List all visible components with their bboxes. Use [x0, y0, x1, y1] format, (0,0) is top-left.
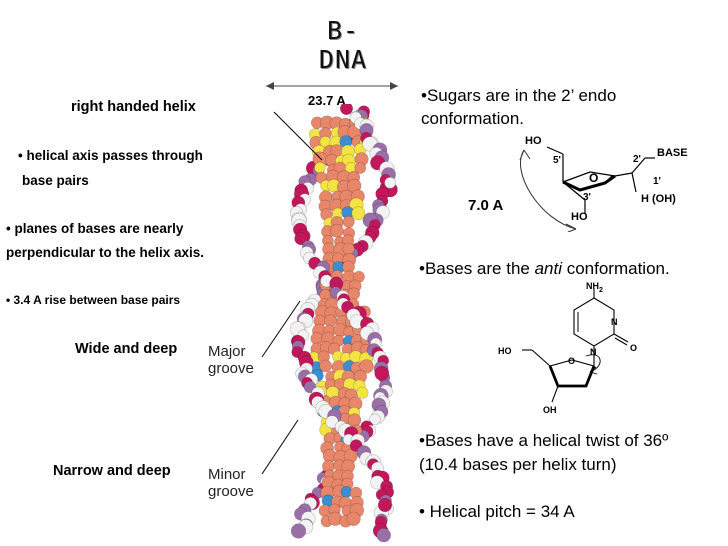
major-groove-line1: Major — [208, 343, 246, 360]
width-arrow — [266, 82, 398, 90]
label-narrow-deep: Narrow and deep — [53, 463, 171, 479]
helix-atom — [351, 206, 366, 221]
helix-atom — [342, 215, 355, 228]
width-label: 23.7 A — [308, 93, 346, 108]
label-minor-groove: Minor groove — [208, 466, 254, 500]
helix-atom — [319, 359, 332, 373]
label-ho: HO — [498, 346, 512, 356]
label-planes: • planes of bases are nearly — [6, 221, 183, 236]
label-right-handed-helix: right handed helix — [71, 99, 196, 115]
text-helical-pitch: • Helical pitch = 34 A — [419, 502, 575, 521]
minor-groove-line1: Minor — [208, 466, 246, 483]
label-planes-line1: planes of bases are nearly — [14, 221, 184, 236]
label-2-prime: 2' — [633, 154, 641, 165]
text-bases-anti-word: anti — [534, 259, 562, 278]
label-3-prime: 3' — [583, 192, 591, 203]
title-line-2: DNA — [318, 45, 368, 74]
label-h-oh: H (OH) — [641, 193, 676, 205]
helix-atom — [356, 386, 369, 399]
label-helical-axis-line1: helical axis passes through — [26, 148, 203, 163]
label-rise-text: 3.4 A rise between base pairs — [13, 293, 181, 307]
label-oh: OH — [543, 405, 557, 415]
title-line-1: B- — [326, 16, 360, 45]
pointer-line-major-groove — [261, 300, 301, 358]
label-5-prime: 5' — [553, 155, 561, 166]
bullet: • — [18, 148, 23, 163]
label-nh2-text: NH — [586, 281, 599, 291]
text-sugars-line2: conformation. — [421, 109, 524, 128]
label-planes-line2: perpendicular to the helix axis. — [6, 245, 205, 260]
helix-atom — [374, 365, 390, 381]
pointer-line-minor-groove — [261, 419, 299, 475]
helix-atom — [290, 523, 307, 539]
label-1-prime: 1' — [653, 176, 661, 187]
label-major-groove: Major groove — [208, 343, 254, 377]
helix-atom — [369, 413, 381, 426]
pointer-line-helix — [273, 111, 323, 161]
helix-atom — [354, 162, 367, 174]
dna-helix-illustration — [289, 104, 398, 543]
text-twist-line2: (10.4 bases per helix turn) — [419, 455, 617, 474]
text-bases-pre: •Bases are the — [419, 259, 535, 278]
major-groove-line2: groove — [208, 360, 254, 377]
label-n3: N — [611, 317, 618, 327]
label-ho-bottom: HO — [571, 211, 588, 223]
label-sugar-o: O — [568, 356, 575, 366]
label-ho-top: HO — [525, 135, 542, 147]
text-bases-anti: •Bases are the anti conformation. — [419, 259, 670, 279]
helix-atom — [294, 232, 308, 246]
label-rise: • 3.4 A rise between base pairs — [6, 293, 180, 307]
sugar-pucker-diagram: HO 5' 2' 3' 1' O BASE H (OH) HO 7.0 A — [468, 135, 688, 232]
text-bases-post: conformation. — [562, 259, 670, 278]
bullet: • — [6, 221, 11, 236]
title: B- DNA — [283, 16, 403, 74]
label-base: BASE — [657, 147, 688, 159]
text-sugars-line1: •Sugars are in the 2’ endo — [421, 86, 617, 105]
bullet: • — [6, 293, 11, 307]
minor-groove-line2: groove — [208, 483, 254, 500]
helix-atom — [384, 176, 396, 189]
label-helical-axis-line2: base pairs — [22, 173, 89, 188]
nucleoside-structure: NH2 N N O O HO OH — [498, 281, 637, 415]
helix-atom — [342, 242, 355, 255]
label-helical-axis: • helical axis passes through — [18, 148, 203, 163]
label-n1: N — [590, 347, 597, 357]
label-distance-7A: 7.0 A — [468, 197, 503, 214]
label-nh2-subscript: 2 — [599, 287, 603, 294]
helix-atom — [346, 511, 361, 526]
helix-atom — [359, 359, 374, 374]
text-twist-line1: •Bases have a helical twist of 36º — [419, 431, 669, 450]
label-ring-oxygen: O — [589, 171, 598, 185]
helix-atom — [376, 527, 391, 543]
label-o2: O — [630, 343, 637, 353]
helix-atom — [340, 104, 353, 115]
label-wide-deep: Wide and deep — [75, 341, 178, 357]
helix-atom — [377, 497, 393, 513]
label-nh2: NH2 — [586, 281, 603, 294]
helix-atom — [330, 223, 344, 238]
